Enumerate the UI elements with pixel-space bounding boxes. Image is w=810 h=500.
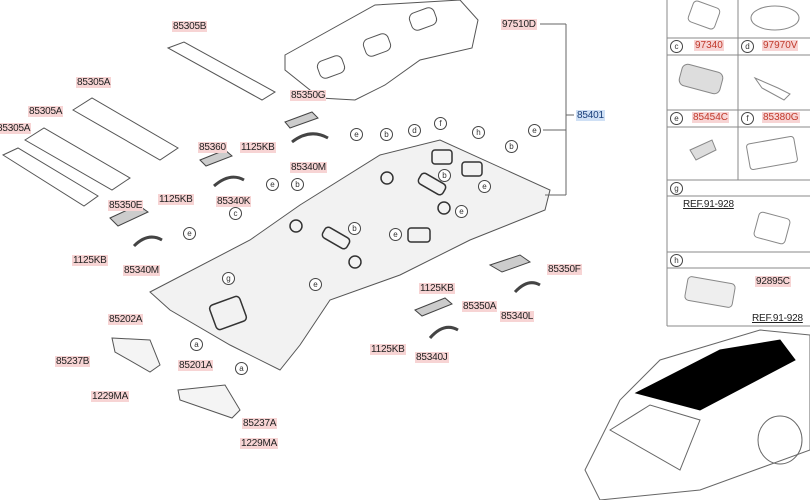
part-label-1125KB[interactable]: 1125KB <box>419 283 455 294</box>
pad-85305A-2 <box>24 127 131 191</box>
part-label-85201A[interactable]: 85201A <box>178 360 214 371</box>
legend-callout-c: c <box>670 40 683 53</box>
part-label-85340M[interactable]: 85340M <box>123 265 160 276</box>
legend-callout-f: f <box>741 112 754 125</box>
legend-part-97970V[interactable]: 97970V <box>762 40 799 51</box>
callout-b: b <box>505 140 518 153</box>
part-label-1229MA[interactable]: 1229MA <box>91 391 130 402</box>
insulation-97510D <box>284 0 479 101</box>
callout-c: c <box>229 207 242 220</box>
sunvisor-85202A <box>111 337 161 373</box>
part-label-85340J[interactable]: 85340J <box>415 352 449 363</box>
legend-ref-g[interactable]: REF.91-928 <box>683 199 734 210</box>
part-label-85350F[interactable]: 85350F <box>547 264 582 275</box>
callout-b: b <box>348 222 361 235</box>
part-label-85202A[interactable]: 85202A <box>108 314 144 325</box>
part-label-85401[interactable]: 85401 <box>576 110 605 121</box>
part-label-85305B[interactable]: 85305B <box>172 21 208 32</box>
part-label-85305A[interactable]: 85305A <box>28 106 64 117</box>
callout-b: b <box>380 128 393 141</box>
callout-e: e <box>528 124 541 137</box>
callout-a: a <box>235 362 248 375</box>
callout-e: e <box>455 205 468 218</box>
legend-callout-e: e <box>670 112 683 125</box>
pad-85305A-1 <box>72 97 179 161</box>
callout-a: a <box>190 338 203 351</box>
part-label-1125KB[interactable]: 1125KB <box>240 142 276 153</box>
part-label-1125KB[interactable]: 1125KB <box>370 344 406 355</box>
part-label-85350E[interactable]: 85350E <box>108 200 144 211</box>
callout-e: e <box>309 278 322 291</box>
callout-e: e <box>350 128 363 141</box>
part-label-85350G[interactable]: 85350G <box>290 90 327 101</box>
headlining-85401 <box>149 139 551 371</box>
sunvisor-85201A <box>177 384 241 419</box>
part-label-85340L[interactable]: 85340L <box>500 311 535 322</box>
legend-callout-g: g <box>670 182 683 195</box>
part-label-85237B[interactable]: 85237B <box>55 356 91 367</box>
legend-ref-h[interactable]: REF.91-928 <box>752 313 803 324</box>
pad-85305B <box>166 41 276 101</box>
callout-b: b <box>291 178 304 191</box>
handle-brackets <box>109 111 541 340</box>
part-label-85350A[interactable]: 85350A <box>462 301 498 312</box>
callout-d: d <box>408 124 421 137</box>
part-label-85305A[interactable]: 85305A <box>0 123 32 134</box>
part-label-85340K[interactable]: 85340K <box>216 196 252 207</box>
part-label-85237A[interactable]: 85237A <box>242 418 278 429</box>
callout-f: f <box>434 117 447 130</box>
legend-callout-h: h <box>670 254 683 267</box>
legend-part-97340[interactable]: 97340 <box>694 40 724 51</box>
callout-e: e <box>183 227 196 240</box>
callout-b: b <box>438 169 451 182</box>
callout-e: e <box>266 178 279 191</box>
part-label-85360[interactable]: 85360 <box>198 142 227 153</box>
callout-e: e <box>389 228 402 241</box>
pad-85305A-3 <box>1 147 99 207</box>
part-label-1125KB[interactable]: 1125KB <box>72 255 108 266</box>
leader-lines <box>540 23 574 196</box>
part-label-97510D[interactable]: 97510D <box>501 19 537 30</box>
legend-panel-grid <box>666 0 810 327</box>
legend-part-92895C[interactable]: 92895C <box>755 276 791 287</box>
part-label-85305A[interactable]: 85305A <box>76 77 112 88</box>
part-label-1229MA[interactable]: 1229MA <box>240 438 279 449</box>
vehicle-illustration <box>584 329 810 500</box>
legend-part-85454C[interactable]: 85454C <box>692 112 730 123</box>
legend-part-85380G[interactable]: 85380G <box>762 112 800 123</box>
legend-callout-d: d <box>741 40 754 53</box>
callout-e: e <box>478 180 491 193</box>
callout-h: h <box>472 126 485 139</box>
part-label-1125KB[interactable]: 1125KB <box>158 194 194 205</box>
callout-g: g <box>222 272 235 285</box>
part-label-85340M[interactable]: 85340M <box>290 162 327 173</box>
